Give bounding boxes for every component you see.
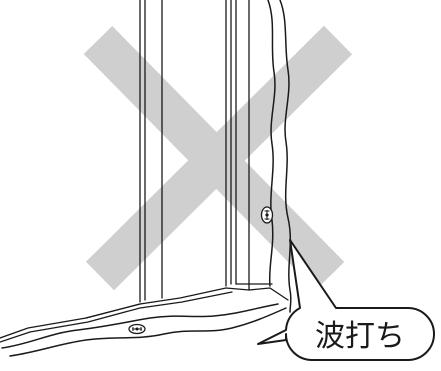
sill-wavy-edge-2: [9, 307, 287, 357]
callout-outline: [257, 239, 435, 361]
sill-corner-inner: [248, 287, 289, 301]
wavy-jamb-outer: [279, 0, 292, 313]
screw-icon: [260, 206, 274, 224]
callout-label: 波打ち: [315, 319, 405, 354]
wavy-jamb-inner: [267, 0, 276, 287]
frame-drawing: [0, 0, 292, 357]
screw-icon: [128, 323, 146, 335]
x-mark: [83, 25, 353, 291]
sill-front-line: [85, 303, 141, 319]
sill-wavy-edge-1: [1, 303, 279, 349]
callout-bubble: 波打ち: [257, 239, 435, 361]
sill-top-line-2: [0, 291, 233, 343]
